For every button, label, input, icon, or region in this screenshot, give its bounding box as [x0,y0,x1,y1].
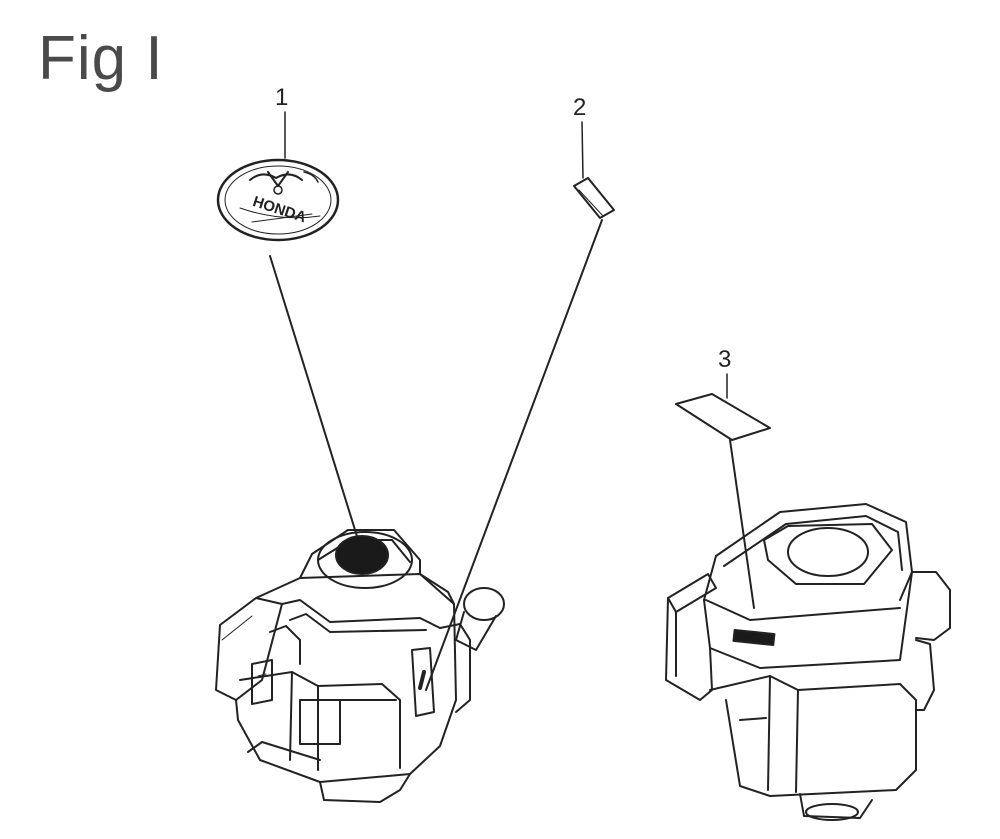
callout-2-leader [581,121,584,179]
engine-left [215,529,505,803]
callout-number-1: 1 [275,84,289,111]
figure-title: Fig I [38,24,164,93]
callout-number-3: 3 [718,346,732,373]
callout-number-2: 2 [573,94,587,121]
part-2-pointer [425,219,603,691]
part-3-pointer [729,439,755,609]
rectangular-label [675,393,771,441]
part-1-pointer [269,255,361,547]
engine-right [665,503,951,821]
fuel-cap [335,535,389,575]
emblem-decal [216,158,340,242]
engine-label-bar [732,628,776,647]
small-label [573,177,615,219]
